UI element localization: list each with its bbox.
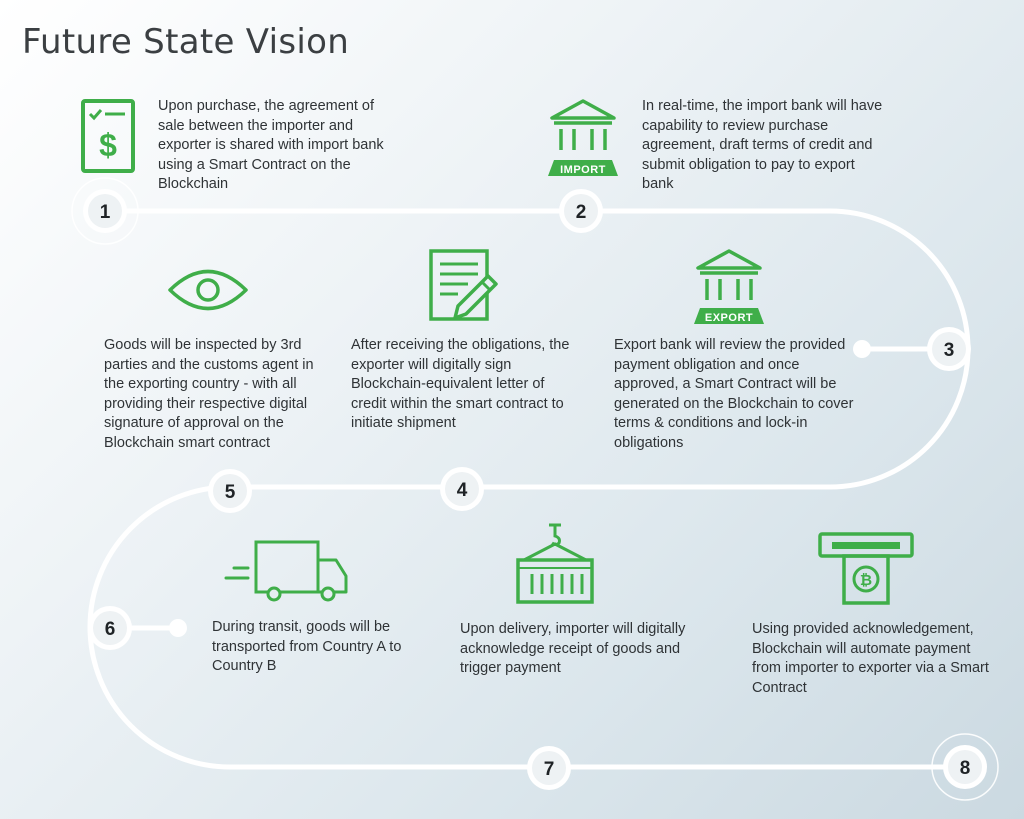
page-title: Future State Vision [22, 22, 350, 62]
step-5-description: Goods will be inspected by 3rd parties a… [104, 337, 314, 451]
step-number-3: 3 [944, 340, 955, 361]
step-4-description: After receiving the obligations, the exp… [351, 337, 570, 431]
step-number-7: 7 [544, 759, 555, 780]
step-marker-3: 3 [927, 327, 971, 371]
step-marker-2: 2 [559, 189, 603, 233]
step-number-6: 6 [105, 619, 116, 640]
container-icon [516, 523, 594, 604]
bitcoin-atm-icon: ₿ [818, 532, 914, 605]
path-spur-3-dot [853, 340, 871, 358]
step-marker-1: 1 [83, 189, 127, 233]
step-1-description: Upon purchase, the agreement of sale bet… [158, 98, 384, 192]
step-number-4: 4 [457, 480, 468, 501]
svg-text:$: $ [99, 127, 117, 163]
step-marker-5: 5 [208, 469, 252, 513]
step-1-halo [71, 177, 139, 245]
export-label: EXPORT [705, 312, 753, 324]
step-number-5: 5 [225, 482, 236, 503]
step-2-description: In real-time, the import bank will have … [642, 98, 883, 192]
step-marker-7: 7 [527, 746, 571, 790]
smart-contract-dollar-icon: $ [81, 99, 135, 173]
import-label: IMPORT [560, 164, 606, 176]
step-marker-8: 8 [943, 745, 987, 789]
step-number-1: 1 [100, 202, 111, 223]
step-marker-4: 4 [440, 467, 484, 511]
import-bank-icon: IMPORT [548, 99, 618, 176]
eye-icon [168, 269, 248, 311]
step-3-description: Export bank will review the provided pay… [614, 337, 854, 451]
step-8-description: Using provided acknowledgement, Blockcha… [752, 621, 989, 696]
step-8-halo [931, 733, 999, 801]
step-7-description: Upon delivery, importer will digitally a… [460, 621, 686, 676]
path-line [87, 208, 971, 770]
document-sign-icon [429, 249, 498, 321]
path-spur-6-dot [169, 619, 187, 637]
step-number-8: 8 [960, 758, 971, 779]
step-marker-6: 6 [88, 606, 132, 650]
step-6-description: During transit, goods will be transporte… [212, 619, 402, 674]
step-number-2: 2 [576, 202, 587, 223]
svg-text:₿: ₿ [860, 571, 872, 589]
truck-icon [224, 540, 348, 602]
export-bank-icon: EXPORT [694, 249, 764, 324]
